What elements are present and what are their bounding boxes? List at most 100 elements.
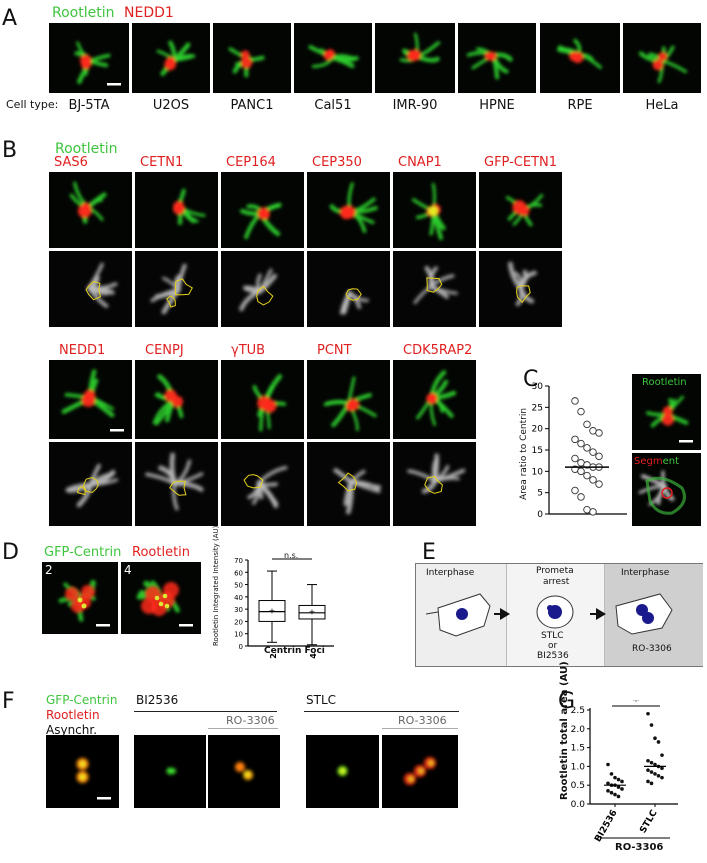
panel-b-label-cep164: CEP164 xyxy=(226,155,276,170)
drug-bi2536: BI2536 xyxy=(537,651,569,661)
panel-a-image-panc1 xyxy=(213,23,291,93)
panel-a-celltype-label: Cell type: xyxy=(6,98,59,111)
g-point xyxy=(606,781,610,786)
g-point xyxy=(660,766,664,771)
g-ytick: 2.5 xyxy=(571,706,585,716)
c-point xyxy=(571,397,579,405)
panel-f-letter: F xyxy=(2,689,15,714)
panel-a-stain-nedd1: NEDD1 xyxy=(124,5,174,21)
c-ytick: 15 xyxy=(532,446,543,456)
c-point xyxy=(577,439,585,448)
drug-or: or xyxy=(548,641,558,651)
panel-b-gray-item4 xyxy=(393,442,476,526)
g-point xyxy=(616,777,621,782)
panel-b-label-item3: PCNT xyxy=(317,343,352,358)
panel-b-merge-item4 xyxy=(393,360,476,439)
d-ytick: 70 xyxy=(234,557,243,565)
panel-b-gray-item1 xyxy=(135,442,218,526)
panel-b-label-item2: γTUB xyxy=(231,343,266,358)
g-point xyxy=(653,736,657,740)
panel-b-merge-cep350 xyxy=(307,172,390,248)
panel-b-gray-cep164 xyxy=(221,251,304,327)
g-point xyxy=(646,758,650,763)
g-point xyxy=(606,762,610,767)
panel-d-letter: D xyxy=(2,540,19,565)
panel-b-gray-cnap1 xyxy=(393,251,476,327)
panel-b-gray-item3 xyxy=(307,442,390,526)
panel-d-xlabel: Centrin Foci xyxy=(264,646,325,656)
panel-b-label-cetn1: CETN1 xyxy=(140,155,184,170)
panel-b-merge-item3 xyxy=(307,360,390,439)
g-xtick: BI2536 xyxy=(593,809,619,845)
panel-a-image-hela xyxy=(623,23,701,93)
panel-f-cond-bi2536: BI2536 xyxy=(136,693,179,707)
c-ytick: 25 xyxy=(532,403,543,413)
g-point xyxy=(616,794,621,799)
panel-c-segment-label: Segment xyxy=(634,456,679,467)
panel-b-merge-cep164 xyxy=(221,172,304,248)
c-point xyxy=(577,407,585,416)
panel-a-image-bj-5ta xyxy=(49,23,129,93)
panel-b-merge-sas6 xyxy=(49,172,132,248)
panel-d-stain-centrin: GFP-Centrin xyxy=(44,545,122,560)
panel-b-stain-rootletin: Rootletin xyxy=(55,141,118,157)
d-mean: + xyxy=(269,606,276,615)
celltype-label-bj-5ta: BJ-5TA xyxy=(68,98,110,113)
g-point xyxy=(656,774,661,778)
d-box xyxy=(258,600,286,622)
panel-f-image-3 xyxy=(208,735,280,808)
panel-c-letter: C xyxy=(523,367,539,392)
g-point xyxy=(646,768,650,772)
c-ytick: 10 xyxy=(532,467,544,477)
panel-d-image-4foci: 4 xyxy=(121,562,201,634)
g-point xyxy=(609,772,614,776)
c-point xyxy=(589,476,597,484)
panel-g-xgroup: RO-3306 xyxy=(615,842,664,853)
panel-b-label-cnap1: CNAP1 xyxy=(398,155,442,170)
panel-a-image-imr-90 xyxy=(375,23,455,93)
panel-c-image-segment: Segment xyxy=(632,453,701,526)
panel-b-gray-cep350 xyxy=(307,251,390,327)
g-ytick: 2.0 xyxy=(571,725,586,735)
panel-b-label-sas6: SAS6 xyxy=(54,155,88,170)
panel-d-ns: n.s. xyxy=(284,551,299,560)
g-point xyxy=(653,772,657,776)
panel-b-merge-item1 xyxy=(135,360,218,439)
panel-f-image-4 xyxy=(306,735,379,808)
panel-c-image-rootletin: Rootletin xyxy=(632,374,701,450)
panel-b-merge-item2 xyxy=(221,360,304,439)
d-ytick: 0 xyxy=(239,643,243,651)
panel-f-subline-2 xyxy=(382,728,458,729)
panel-a-image-u2os xyxy=(132,23,210,93)
panel-a-image-hpne xyxy=(458,23,536,93)
c-point xyxy=(583,471,591,480)
panel-b-label-item1: CENPJ xyxy=(145,343,184,358)
g-ytick: 1.5 xyxy=(571,744,585,754)
d-ytick: 60 xyxy=(234,569,243,577)
panel-b-merge-gfp-cetn1 xyxy=(479,172,562,248)
panel-e-letter: E xyxy=(422,540,436,565)
g-point xyxy=(649,723,654,727)
panel-d-stain-rootletin: Rootletin xyxy=(132,545,191,560)
g-point xyxy=(609,790,614,795)
panel-b-label-cep350: CEP350 xyxy=(312,155,362,170)
panel-a-letter: A xyxy=(2,6,18,31)
box1-label: Interphase xyxy=(426,568,475,578)
panel-a-image-rpe xyxy=(540,23,620,93)
c-point xyxy=(577,493,585,501)
c-ytick: 20 xyxy=(532,425,544,435)
panel-d-image-4-number: 4 xyxy=(124,563,132,577)
panel-f-line-bi2536 xyxy=(134,711,277,712)
panel-b-letter: B xyxy=(2,138,18,163)
d-ytick: 50 xyxy=(234,582,243,590)
c-ytick: 0 xyxy=(537,510,543,520)
g-point xyxy=(620,779,624,784)
panel-f-subline-1 xyxy=(208,728,278,729)
g-point xyxy=(613,775,617,780)
panel-b-label-item0: NEDD1 xyxy=(59,343,106,358)
celltype-label-u2os: U2OS xyxy=(152,98,190,113)
c-point xyxy=(571,486,579,495)
panel-f-cond-stlc: STLC xyxy=(306,693,337,707)
